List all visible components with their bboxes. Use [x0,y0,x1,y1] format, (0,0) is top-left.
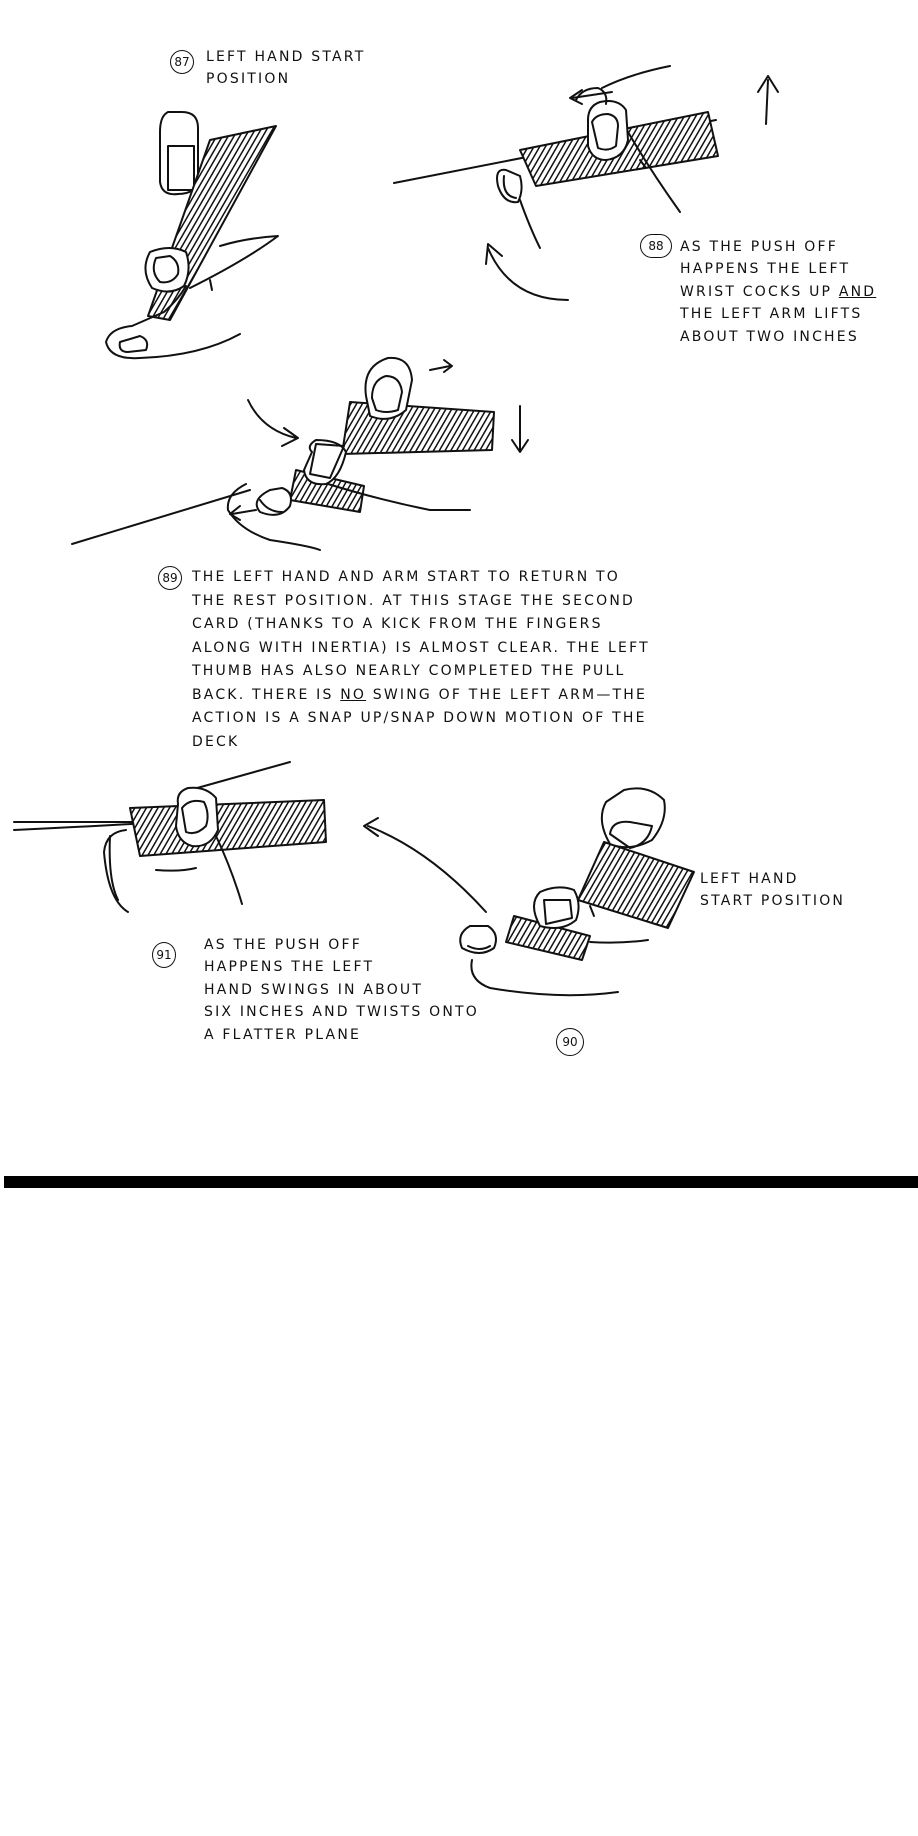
figure-88-drawing [393,65,779,301]
figure-90-drawing [459,787,695,997]
figure-91-drawing [13,761,487,913]
figure-89-caption-no: NO [340,686,367,703]
figure-number-90: 90 [556,1028,584,1056]
figure-91-caption: AS THE PUSH OFF HAPPENS THE LEFT HAND SW… [204,937,479,1043]
illustrations [13,65,779,997]
figure-90-caption: LEFT HAND START POSITION [700,871,846,910]
figure-88-caption-b: THE LEFT ARM LIFTS ABOUT TWO INCHES [680,306,863,345]
page-divider-bar [4,1176,918,1188]
figure-87-caption: LEFT HAND START POSITION [206,49,366,88]
figure-89-caption-a: THE LEFT HAND AND ARM START TO RETURN TO… [192,569,650,703]
figure-89-caption-b: SWING OF THE LEFT ARM—THE ACTION IS A SN… [192,686,648,750]
figure-number-87: 87 [170,50,194,74]
figure-number-89: 89 [158,566,182,590]
figure-88-caption: AS THE PUSH OFF HAPPENS THE LEFT WRIST C… [680,236,910,348]
figure-87-drawing [105,111,279,360]
figure-88-caption-a: AS THE PUSH OFF HAPPENS THE LEFT WRIST C… [680,239,851,300]
figure-88-caption-and: AND [838,283,877,300]
figure-89-caption: THE LEFT HAND AND ARM START TO RETURN TO… [192,566,772,754]
figure-89-drawing [71,356,529,551]
figure-number-88: 88 [640,234,672,258]
figure-number-91: 91 [152,942,176,968]
